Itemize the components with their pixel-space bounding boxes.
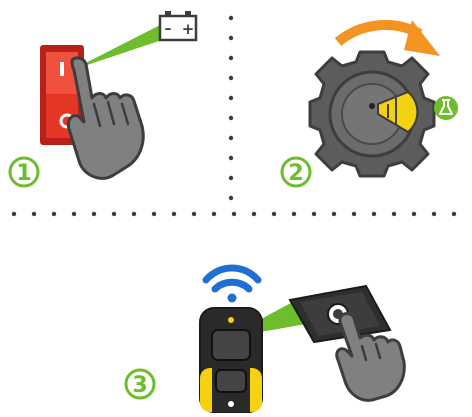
battery-plus-label: + (182, 20, 195, 38)
pointing-hand-icon (66, 56, 145, 180)
button-panel (288, 284, 392, 344)
pointing-hand-icon (335, 312, 406, 402)
battery-icon: – + (158, 11, 198, 42)
step-2-number: 2 (288, 161, 303, 186)
step-1-badge: 1 (8, 156, 40, 188)
step-1-number: 1 (16, 161, 31, 186)
horizontal-divider (11, 211, 457, 217)
gear-knob-icon (308, 50, 436, 178)
vertical-divider (228, 15, 234, 201)
wireless-signal-icon (202, 264, 262, 303)
step-2-badge: 2 (280, 156, 312, 188)
step-3-number: 3 (132, 373, 147, 398)
step-1-panel: – + 1 (8, 11, 198, 188)
step-3-badge: 3 (124, 368, 156, 400)
step-3-panel: 3 (124, 264, 406, 413)
curved-arrow-icon (334, 20, 440, 56)
remote-control-icon (199, 307, 263, 413)
battery-minus-label: – (165, 21, 172, 37)
flask-icon (434, 96, 458, 120)
step-2-panel: 2 (280, 20, 458, 188)
step-1-beam (72, 24, 168, 70)
